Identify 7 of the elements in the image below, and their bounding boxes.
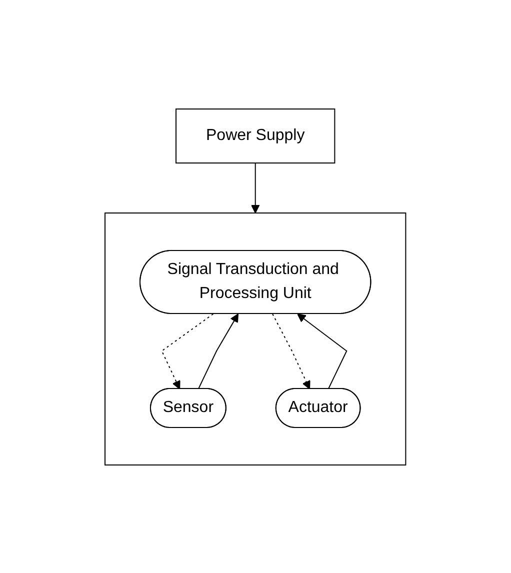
arrow <box>272 313 310 389</box>
arrow <box>251 162 260 213</box>
cluster <box>104 212 406 465</box>
node-box: Power Supply <box>176 108 336 163</box>
arrow <box>161 313 214 389</box>
arrow <box>198 313 239 389</box>
arrow <box>297 313 348 389</box>
